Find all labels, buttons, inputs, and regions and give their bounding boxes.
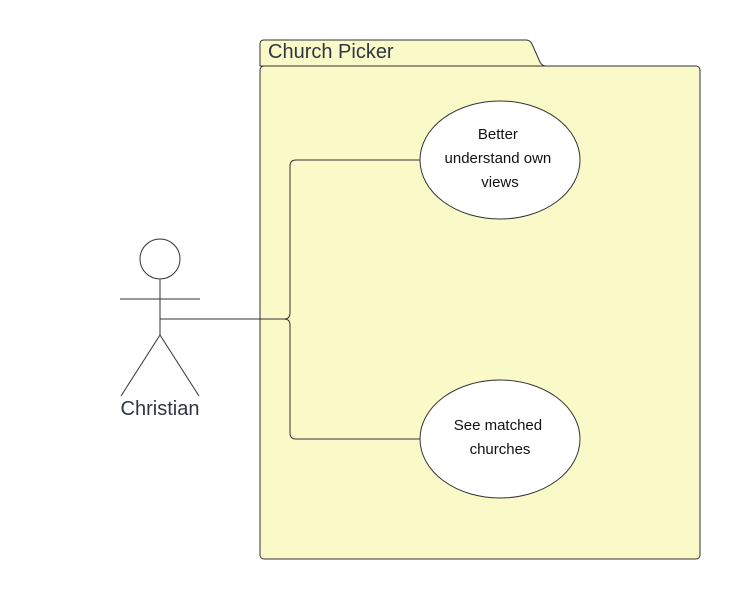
use-case-ellipse xyxy=(419,379,581,499)
package-tab xyxy=(259,39,547,67)
use-case-ellipse xyxy=(419,100,581,220)
system-package[interactable]: Church Picker xyxy=(259,39,701,560)
use-case-label: See matched churches xyxy=(454,417,547,458)
association-line-upper[interactable] xyxy=(160,159,420,320)
association-line-lower[interactable] xyxy=(283,318,420,440)
actor-head xyxy=(139,238,181,280)
package-title: Church Picker xyxy=(268,41,394,63)
use-case-matched-churches[interactable]: See matched churches xyxy=(419,379,581,499)
associations xyxy=(160,159,420,440)
use-case-label-line: churches xyxy=(470,441,531,458)
package-body xyxy=(259,65,701,560)
actor-label: Christian xyxy=(121,398,200,420)
use-case-understand-views[interactable]: Better understand own views xyxy=(419,100,581,220)
actor-left-leg xyxy=(120,334,161,397)
use-case-label: Better understand own views xyxy=(445,126,556,191)
use-case-label-line: understand own xyxy=(445,150,552,167)
actor-right-leg xyxy=(159,334,200,397)
use-case-label-line: See matched xyxy=(454,417,542,434)
actor-christian[interactable]: Christian xyxy=(120,238,200,420)
use-case-label-line: views xyxy=(481,174,519,191)
use-case-label-line: Better xyxy=(478,126,518,143)
